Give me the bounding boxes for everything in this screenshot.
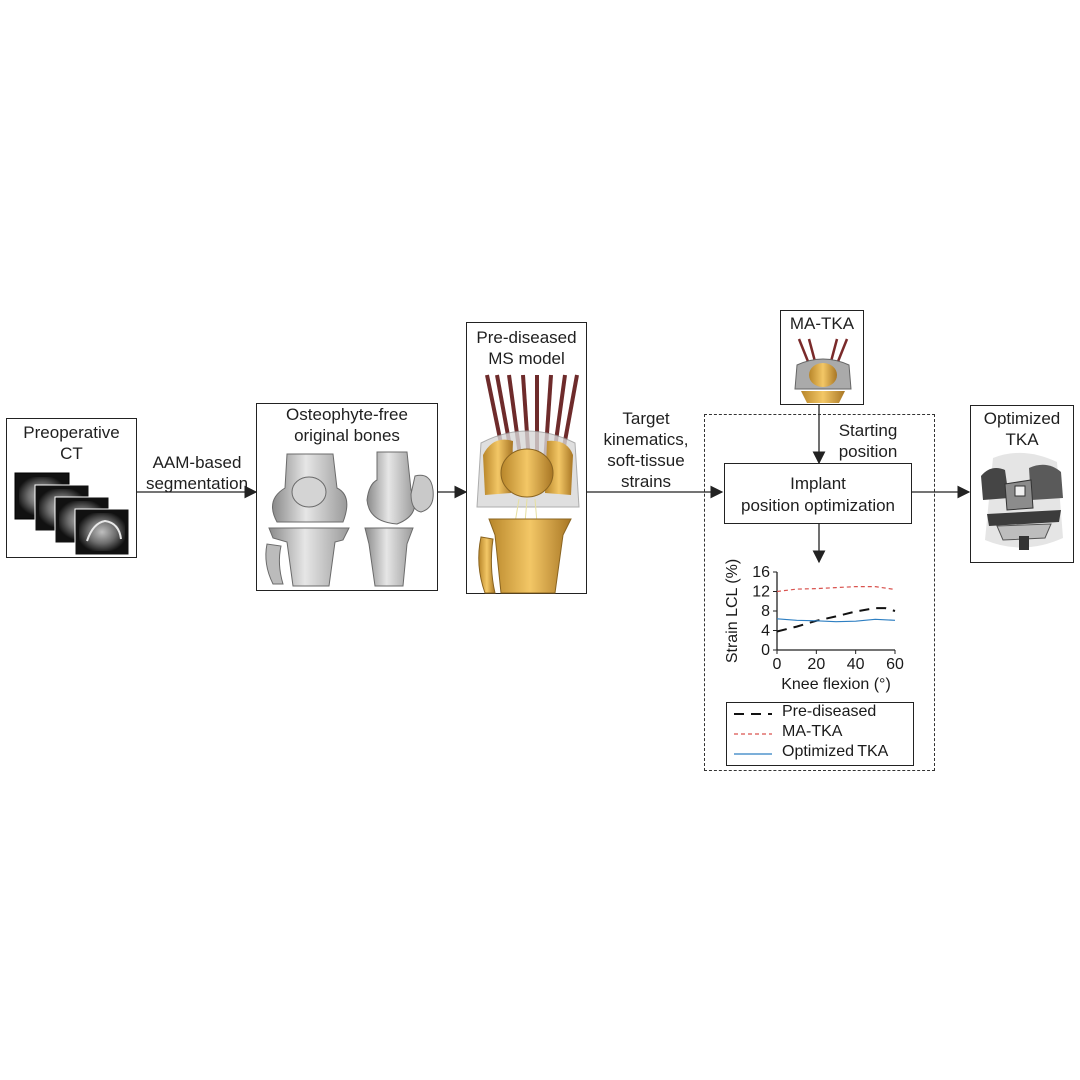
y-tick-label-8: 8 [761,603,770,620]
legend-swatches [734,713,772,755]
y-tick-label-12: 12 [752,584,770,601]
ct-scan-stack-icon [14,472,130,556]
ms-model-title: Pre-diseased MS model [476,328,577,368]
y-tick-label-4: 4 [761,623,770,640]
y-tick-label-0: 0 [761,642,770,659]
x-tick-label-40: 40 [847,656,865,673]
optimized-tka-image [981,452,1063,550]
optimized-tka-title: Optimized TKA [983,409,1061,449]
y-tick-label-16: 16 [752,564,770,581]
legend-label-optimized-tka: Optimized TKA [782,743,889,760]
starting-position-label: Starting position [838,421,898,461]
series-line-1 [776,586,896,593]
y-axis-label: Strain LCL (%) [724,559,741,663]
x-tick-label-20: 20 [807,656,825,673]
series-line-0 [776,607,896,633]
ma-tka-image [794,338,852,403]
ms-model-image [476,374,580,594]
x-tick-label-0: 0 [773,656,782,673]
ct-box: Preoperative CT [6,418,137,558]
segmentation-label: AAM-based segmentation [145,453,249,493]
ms-model-box: Pre-diseased MS model [466,322,587,594]
x-tick-label-60: 60 [886,656,904,673]
bones-title: Osteophyte-free original bones [286,405,408,445]
implant-optimization-title: Implant position optimization [740,474,896,515]
knee-bones-image [265,451,434,587]
ma-tka-title: MA-TKA [789,314,855,333]
ct-title: Preoperative CT [23,423,120,463]
bones-box: Osteophyte-free original bones [256,403,438,591]
targets-label: Target kinematics, soft-tissue strains [603,409,689,491]
series-line-2 [776,618,896,623]
ma-tka-box: MA-TKA [780,310,864,405]
legend-label-ma-tka: MA-TKA [782,723,843,740]
legend-label-pre-diseased: Pre-diseased [782,703,877,720]
implant-optimization-box: Implant position optimization [724,463,912,524]
optimization-region [704,414,935,771]
x-axis-label: Knee flexion (°) [781,676,891,693]
optimized-tka-box: Optimized TKA [970,405,1074,563]
